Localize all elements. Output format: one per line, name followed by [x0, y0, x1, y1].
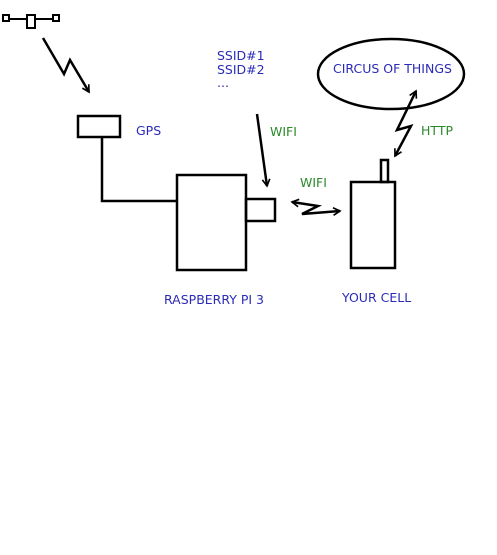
http-label: HTTP — [421, 123, 453, 138]
ssid-scan-arrow — [255, 113, 267, 186]
gps-module — [76, 114, 122, 139]
wifi-link-label: WIFI — [300, 175, 327, 190]
wifi-link-arrow — [292, 202, 340, 214]
wifi-ssid-label: WIFI — [270, 124, 297, 139]
phone-antenna — [379, 158, 390, 184]
ssid-1-label: SSID#1 — [217, 48, 265, 63]
cloud-label: CIRCUS OF THINGS — [333, 61, 452, 76]
ssid-more-label: ... — [217, 75, 229, 90]
satellite-icon — [2, 14, 60, 29]
ssid-2-label: SSID#2 — [217, 62, 265, 77]
raspberry-label: RASPBERRY PI 3 — [164, 292, 264, 307]
cloud-ellipse — [316, 37, 466, 111]
raspberry-pi-box — [175, 173, 248, 272]
phone-body — [349, 180, 397, 270]
gps-cable — [100, 137, 177, 203]
http-link-arrow — [393, 91, 416, 156]
gps-label: GPS — [136, 123, 161, 138]
phone-label: YOUR CELL — [341, 290, 411, 305]
satellite-signal-arrow — [41, 37, 91, 92]
wifi-dongle — [244, 197, 277, 223]
